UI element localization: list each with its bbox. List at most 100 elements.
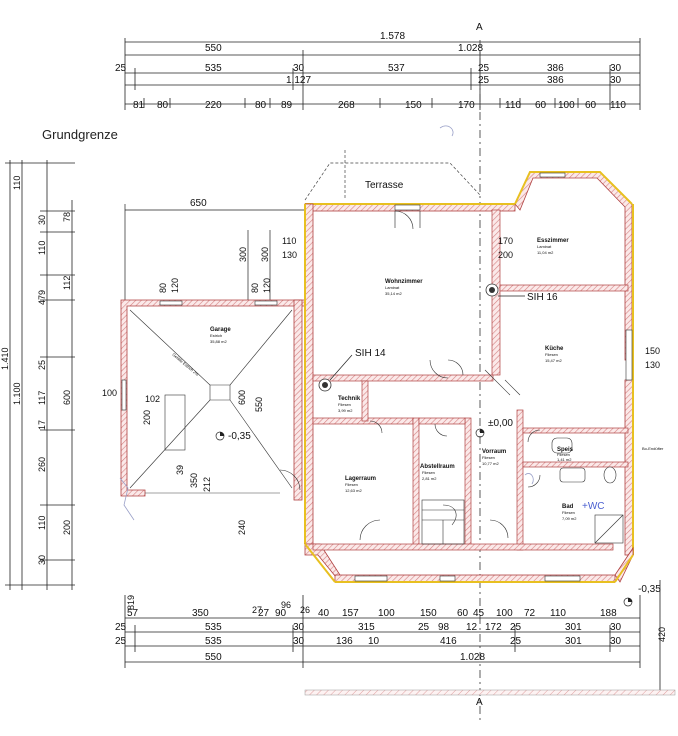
svg-text:26: 26 — [300, 605, 310, 615]
svg-text:110: 110 — [550, 608, 566, 619]
svg-text:150: 150 — [420, 608, 437, 619]
svg-text:Fliesen: Fliesen — [338, 402, 351, 407]
terrasse-label: Terrasse — [365, 180, 404, 191]
svg-text:SIH 14: SIH 14 — [355, 348, 386, 359]
svg-text:Fliesen: Fliesen — [562, 510, 575, 515]
svg-text:30: 30 — [610, 622, 622, 633]
staircase — [421, 499, 465, 545]
svg-text:25: 25 — [115, 636, 127, 647]
svg-text:117: 117 — [37, 391, 47, 405]
svg-text:Fliesen: Fliesen — [345, 482, 358, 487]
svg-text:110: 110 — [505, 100, 521, 111]
dim-r4-1: 25 — [478, 75, 490, 86]
svg-text:535: 535 — [205, 636, 222, 647]
dim-300a: 300 — [238, 247, 248, 262]
svg-text:17: 17 — [37, 420, 47, 430]
svg-text:1.410: 1.410 — [0, 347, 10, 370]
svg-text:102: 102 — [145, 394, 160, 404]
svg-text:110: 110 — [37, 241, 47, 255]
svg-text:Bad: Bad — [562, 504, 574, 510]
dim-r3-2: 30 — [293, 63, 305, 74]
bo-endluefter-label: Bo-Endüfter — [642, 446, 664, 451]
svg-text:30: 30 — [293, 622, 305, 633]
svg-text:12: 12 — [466, 622, 478, 633]
svg-text:40: 40 — [318, 608, 330, 619]
svg-text:Speis: Speis — [557, 447, 574, 453]
dim-r3-4: 25 — [478, 63, 490, 74]
dim-r3-6: 30 — [610, 63, 622, 74]
room-garage: Garage Estrich 35,88 m2 — [210, 327, 231, 344]
svg-text:-0,35: -0,35 — [638, 584, 661, 595]
dim-r3-1: 535 — [205, 63, 222, 74]
svg-text:172: 172 — [485, 622, 502, 633]
upper-inner-dims — [124, 204, 305, 300]
svg-text:57: 57 — [127, 608, 139, 619]
svg-text:98: 98 — [438, 622, 450, 633]
room-speis: Speis Fliesen 1,41 m2 — [557, 447, 574, 462]
dim-300b: 300 — [260, 247, 270, 262]
svg-text:30: 30 — [610, 636, 622, 647]
dim-r4-3: 30 — [610, 75, 622, 86]
svg-text:240: 240 — [237, 520, 247, 535]
svg-text:25: 25 — [115, 622, 127, 633]
svg-text:268: 268 — [338, 100, 355, 111]
bad-wc-note: +WC — [582, 501, 605, 512]
svg-text:39: 39 — [175, 465, 185, 475]
svg-text:212: 212 — [202, 477, 212, 492]
bathroom-fixtures — [551, 437, 624, 544]
svg-text:100: 100 — [102, 388, 117, 398]
svg-text:96: 96 — [281, 600, 291, 610]
svg-text:80: 80 — [255, 100, 267, 111]
dim-120a: 120 — [170, 278, 180, 293]
level-mark-garage: -0,35 — [215, 431, 251, 442]
svg-text:350: 350 — [189, 473, 199, 488]
svg-text:Fliesen: Fliesen — [482, 455, 495, 460]
svg-text:315: 315 — [358, 622, 375, 633]
interior-walls — [312, 209, 629, 551]
svg-text:15,47 m2: 15,47 m2 — [545, 358, 562, 363]
svg-text:Küche: Küche — [545, 346, 564, 352]
svg-text:110: 110 — [12, 176, 22, 190]
doors — [279, 210, 541, 541]
svg-text:420: 420 — [657, 627, 667, 642]
room-esszimmer: Esszimmer Laminat 11,04 m2 — [537, 238, 569, 255]
svg-text:220: 220 — [205, 100, 222, 111]
svg-text:11,04 m2: 11,04 m2 — [537, 250, 554, 255]
section-line: A A — [476, 22, 483, 720]
svg-text:Garage: Garage — [210, 327, 231, 333]
svg-text:30: 30 — [37, 555, 47, 565]
svg-text:±0,00: ±0,00 — [488, 418, 513, 429]
dim-r3-3: 537 — [388, 63, 405, 74]
svg-text:30: 30 — [37, 215, 47, 225]
svg-text:78: 78 — [62, 212, 72, 222]
svg-text:60: 60 — [535, 100, 547, 111]
svg-text:72: 72 — [524, 608, 536, 619]
room-bad: Bad Fliesen 7,09 m2 +WC — [562, 501, 605, 521]
room-technik: Technik Fliesen 3,99 m2 — [338, 396, 361, 413]
dim-top-550: 550 — [205, 43, 222, 54]
room-lagerraum: Lagerraum Fliesen 12,63 m2 — [345, 476, 376, 493]
svg-text:Fliesen: Fliesen — [422, 470, 435, 475]
grundgrenze-label: Grundgrenze — [42, 127, 118, 142]
left-dimension-lines — [5, 160, 75, 590]
room-abstellraum: Abstellraum Fliesen 2,81 m2 — [420, 464, 455, 481]
svg-text:416: 416 — [440, 636, 457, 647]
sih16-annotation: SIH 16 — [498, 292, 558, 303]
svg-text:301: 301 — [565, 636, 582, 647]
level-mark-main: ±0,00 — [475, 418, 513, 438]
dim-80b: 80 — [250, 283, 260, 293]
svg-text:25: 25 — [510, 622, 522, 633]
room-vorraum: Vorraum Fliesen 10,77 m2 — [482, 449, 506, 466]
svg-text:100: 100 — [496, 608, 513, 619]
svg-text:-0,35: -0,35 — [228, 431, 251, 442]
svg-text:A: A — [476, 697, 483, 708]
terrasse-outline — [304, 150, 481, 201]
svg-text:Fliesen: Fliesen — [557, 452, 570, 457]
gefaelle-label: Gefälle Estrich 2% — [171, 352, 200, 377]
svg-text:819: 819 — [126, 595, 136, 610]
svg-text:110: 110 — [610, 100, 626, 111]
property-line-hatch — [304, 689, 676, 696]
windows — [121, 172, 633, 582]
interior-numbers: 170 200 150 130 100 600 550 200 102 240 … — [102, 236, 660, 535]
